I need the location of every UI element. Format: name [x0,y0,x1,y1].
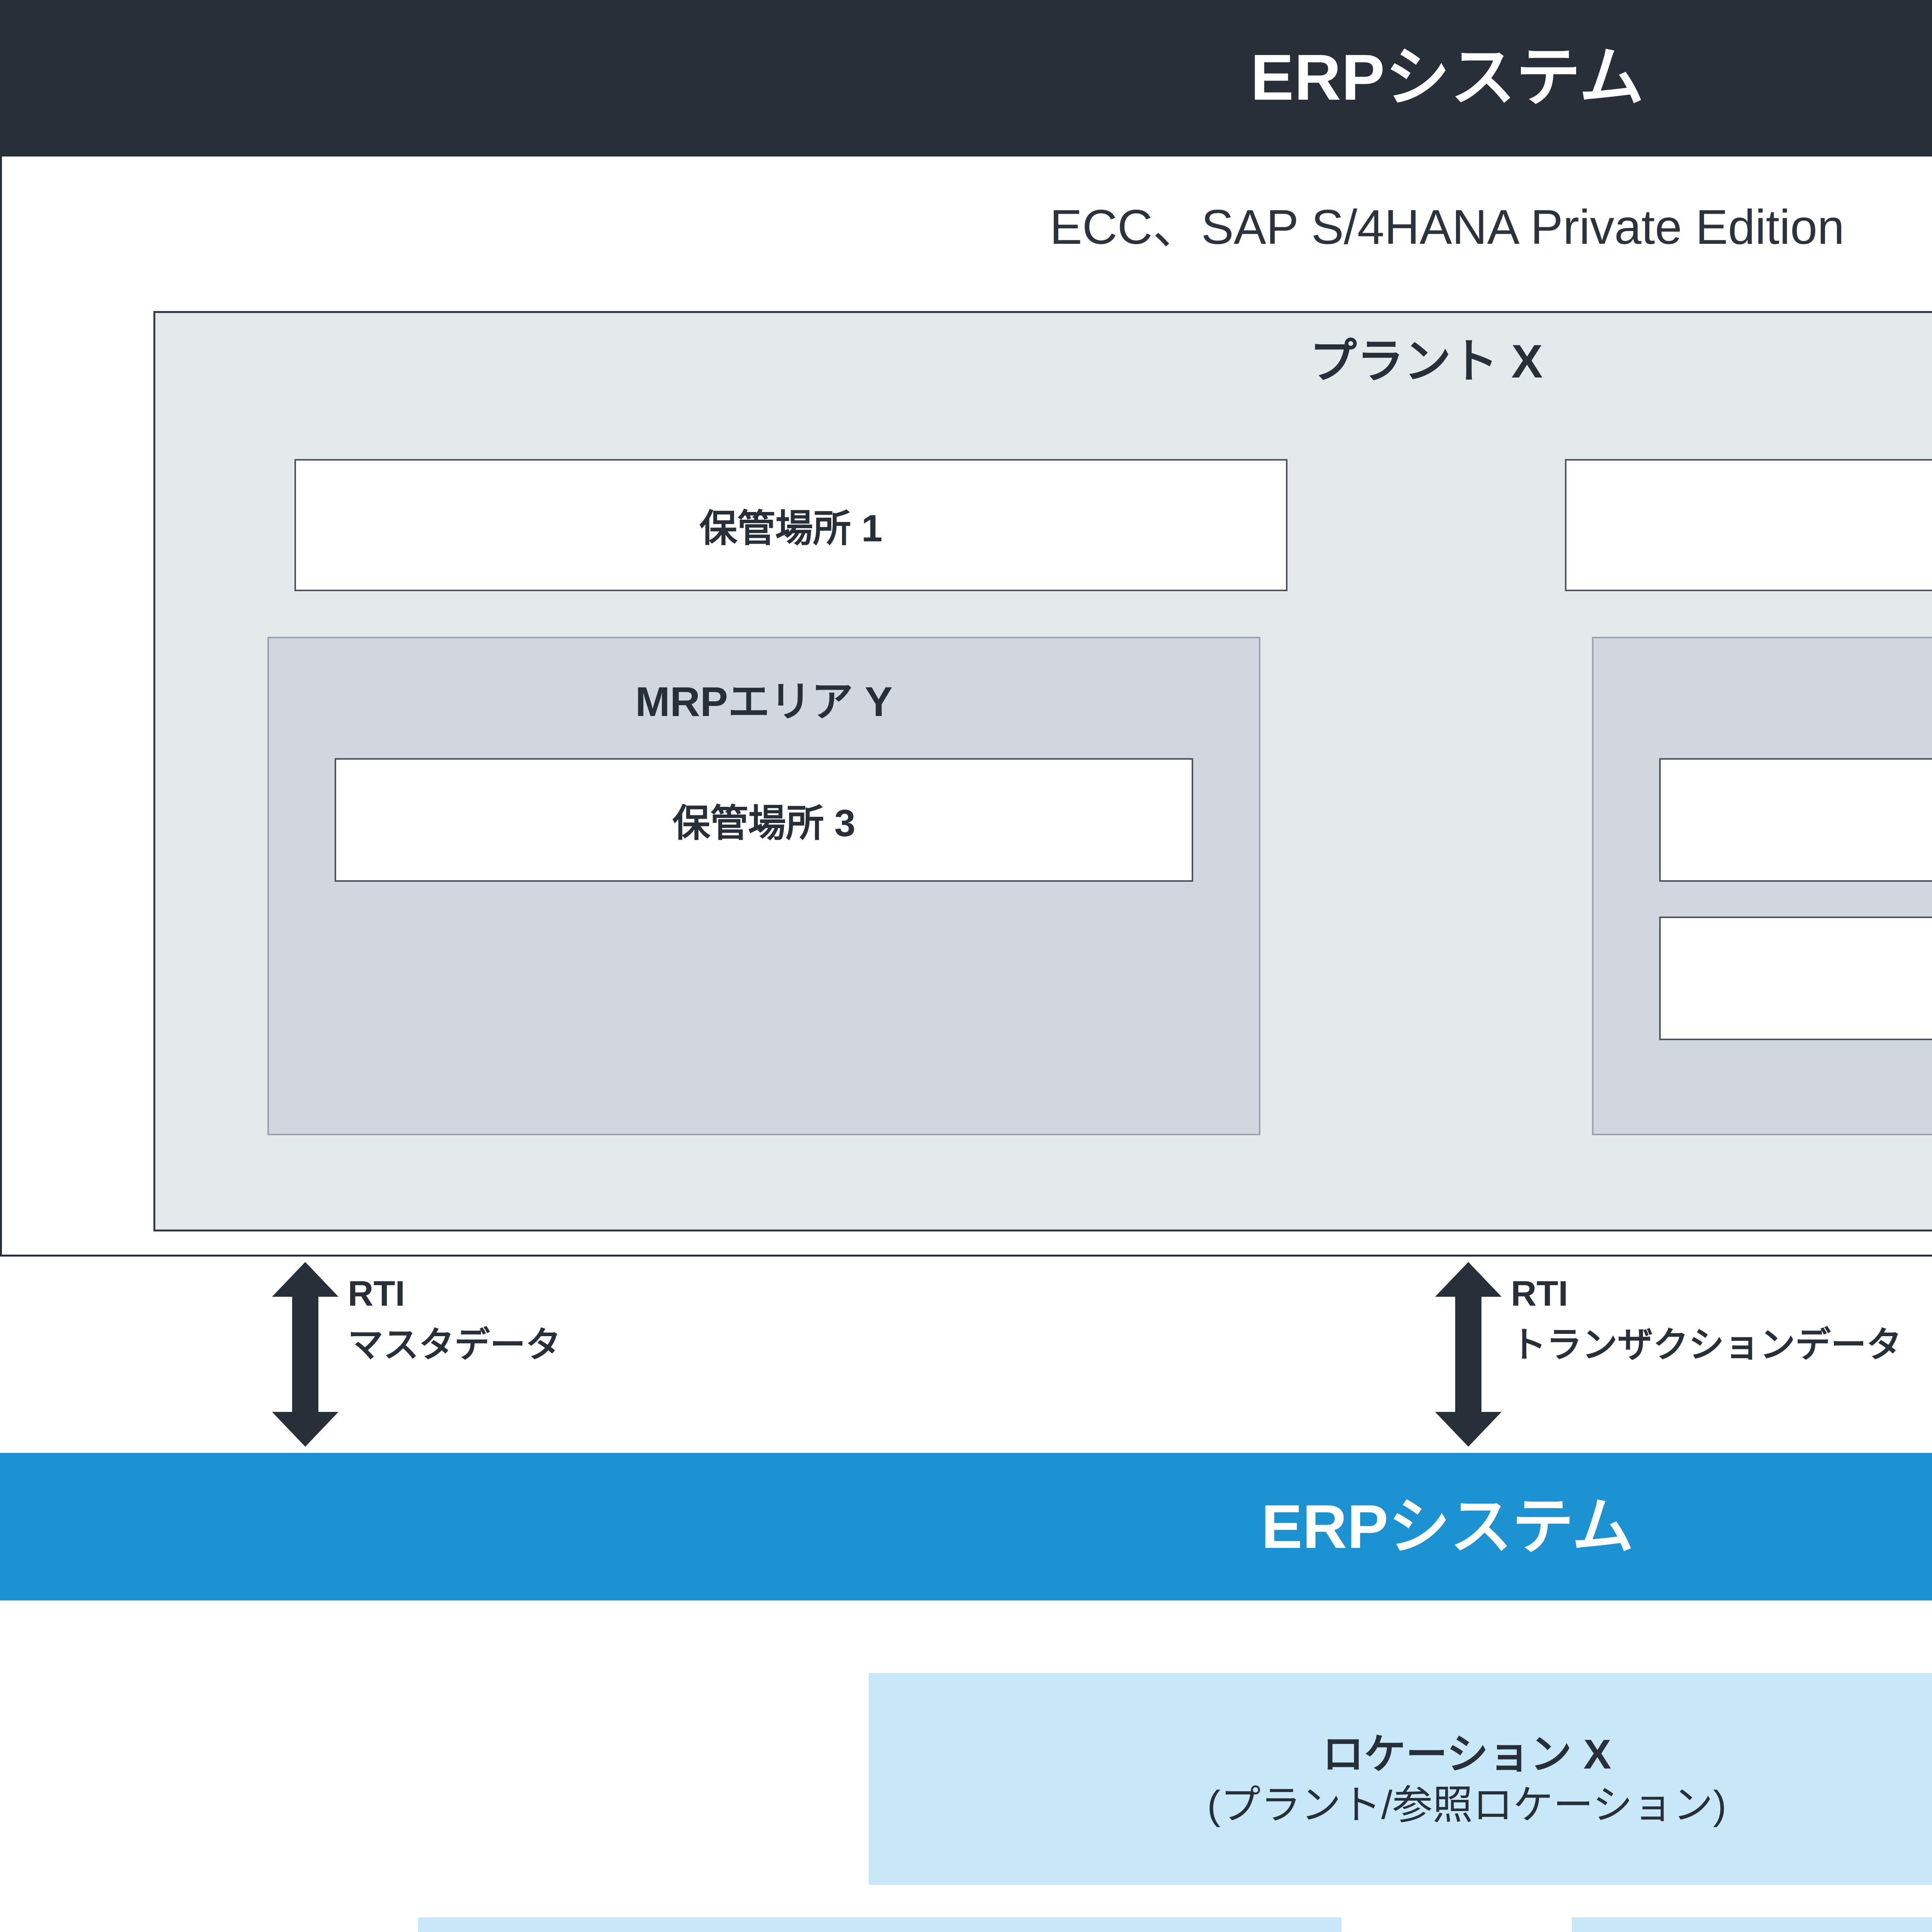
top-system-panel: ECC、SAP S/4HANA Private Edition プラント X 保… [0,155,1932,1257]
location-mapping: (プラント/参照ロケーション) [1207,1782,1727,1828]
connector-zone: RTI マスタデータ RTI トランザクションデータ [0,1257,1932,1450]
plant-title: プラント X [1310,335,1543,388]
location-box-z: ロケーション Z (MRPエリア Z) [1572,1917,1932,1932]
mrp-area-storage-list: 保管場所 4 保管場所 5 [1659,758,1932,1040]
mrp-area-title: MRPエリア Y [635,678,893,725]
top-system-header: ERPシステム [0,0,1932,155]
mrp-area-title: MRPエリア Z [1594,681,1932,723]
double-arrow-icon [1435,1262,1502,1447]
mrp-area-container-z: MRPエリア Z 保管場所 4 保管場所 5 [1592,637,1932,1135]
storage-location-box: 保管場所 2 [1565,459,1932,591]
location-box-x: ロケーション X (プラント/参照ロケーション) [869,1673,1932,1885]
plant-storage-location-row: 保管場所 1 保管場所 2 [155,459,1932,591]
connector-protocol: RTI [348,1274,405,1313]
storage-location-box: 保管場所 1 [294,459,1287,591]
mrp-area-container-y: MRPエリア Y 保管場所 3 [267,637,1260,1135]
connector-protocol: RTI [1511,1274,1568,1313]
mrp-area-storage-list: 保管場所 3 [335,758,1193,882]
double-arrow-icon [272,1262,338,1447]
storage-location-box: 保管場所 4 [1659,758,1932,882]
location-name: ロケーション X [1322,1730,1611,1777]
connector-data-type: マスタデータ [348,1325,561,1365]
connector-label: RTI トランザクションデータ [1511,1268,1902,1371]
top-system-title: ERPシステム [1250,41,1645,114]
plant-container: プラント X 保管場所 1 保管場所 2 MRPエリア Y 保管場所 3 MRP… [153,311,1932,1231]
location-row: ロケーション Y (MRPエリア Y) ロケーション Z (MRPエリア Z) [0,1917,1932,1932]
storage-location-box: 保管場所 3 [335,758,1193,882]
connector-master-data: RTI マスタデータ [263,1257,1036,1450]
connector-transaction-data: RTI トランザクションデータ [1426,1257,1932,1450]
storage-location-box: 保管場所 5 [1659,917,1932,1040]
bottom-system-title: ERPシステム [1261,1492,1634,1561]
bottom-system-header: ERPシステム [0,1453,1932,1600]
top-system-subtitle: ECC、SAP S/4HANA Private Edition [1049,200,1845,254]
connector-label: RTI マスタデータ [348,1268,561,1371]
connector-data-type: トランザクションデータ [1511,1325,1902,1365]
mrp-area-row: MRPエリア Y 保管場所 3 MRPエリア Z 保管場所 4 保管場所 5 [155,637,1932,1135]
location-box-y: ロケーション Y (MRPエリア Y) [418,1917,1342,1932]
